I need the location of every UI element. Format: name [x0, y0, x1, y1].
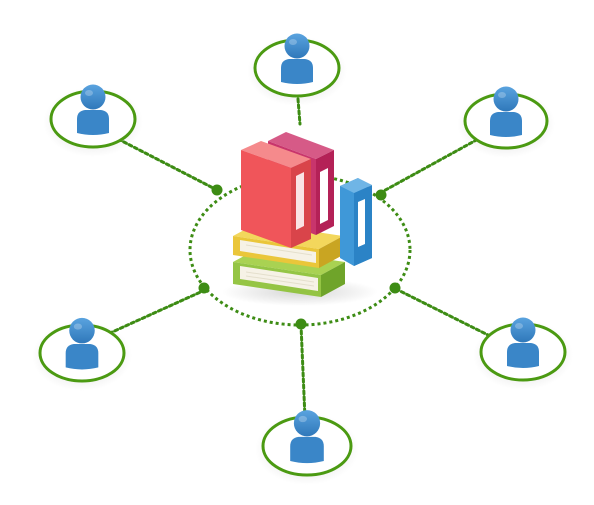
user-icon	[290, 410, 324, 464]
user-node-bottom	[255, 410, 359, 485]
link-lower-left	[108, 288, 207, 335]
user-icon	[65, 317, 99, 370]
junction-dots	[198, 184, 401, 330]
user-icon	[77, 84, 109, 135]
junction-dot-lower-right	[389, 282, 401, 294]
link-upper-right	[378, 136, 482, 195]
red-binder	[241, 141, 311, 248]
blue-binder	[340, 178, 372, 266]
link-lower-right	[394, 287, 494, 339]
user-icon	[281, 33, 313, 84]
link-bottom	[299, 323, 307, 420]
connector-lines	[108, 97, 494, 420]
user-node-upper-right	[457, 86, 555, 158]
user-node-lower-left	[32, 317, 132, 391]
link-upper-left	[118, 138, 219, 192]
user-node-upper-left	[43, 84, 143, 157]
user-node-lower-right	[473, 317, 573, 390]
user-icon	[490, 86, 522, 137]
user-nodes	[32, 33, 573, 485]
junction-dot-bottom	[295, 318, 307, 330]
junction-dot-lower-left	[198, 282, 210, 294]
junction-dot-upper-right	[375, 189, 387, 201]
stack-of-books-icon	[222, 132, 378, 306]
user-node-top	[247, 33, 347, 106]
user-icon	[507, 317, 539, 368]
junction-dot-upper-left	[211, 184, 223, 196]
